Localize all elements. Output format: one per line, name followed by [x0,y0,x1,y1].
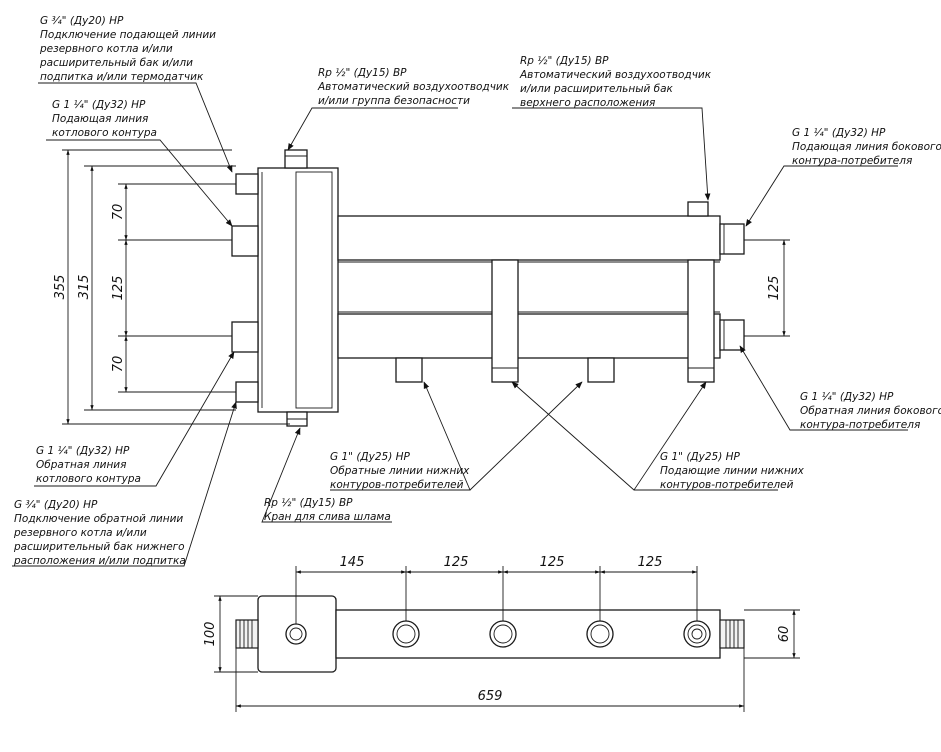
callout-reserve-supply: G ¾" (Ду20) НР Подключение подающей лини… [39,15,216,83]
svg-text:G 1 ¼" (Ду32) НР: G 1 ¼" (Ду32) НР [52,99,146,111]
dim-top-seg1: 145 [340,555,365,570]
top-air-vent-port [285,623,307,645]
svg-text:расширительный бак и/или: расширительный бак и/или [39,57,193,69]
svg-text:Автоматический воздухоотводчик: Автоматический воздухоотводчик [519,69,712,81]
dim-overall-height: 355 [53,275,68,300]
callout-labels: G ¾" (Ду20) НР Подключение подающей лини… [13,15,941,567]
svg-text:Подающая линия бокового: Подающая линия бокового [792,141,941,153]
svg-text:Подающая линия: Подающая линия [52,113,148,125]
svg-text:G 1" (Ду25) НР: G 1" (Ду25) НР [660,451,741,463]
svg-text:контуров-потребителей: контуров-потребителей [660,479,794,491]
callout-boiler-return: G 1 ¼" (Ду32) НР Обратная линия котловог… [36,445,141,485]
upper-air-vent-nipple [687,201,709,217]
top-left-thread [235,619,259,649]
dim-top-pipe-depth: 60 [777,626,792,643]
dim-top-spacing: 70 [111,204,126,221]
svg-text:Rp ½" (Ду15) ВР: Rp ½" (Ду15) ВР [318,67,407,79]
dim-overall-length: 659 [478,689,503,704]
callout-boiler-supply: G 1 ¼" (Ду32) НР Подающая линия котловог… [52,99,157,139]
dim-top-depth: 100 [203,622,218,647]
top-air-vent-nipple [284,149,308,169]
callout-air-vent-top: Rp ½" (Ду15) ВР Автоматический воздухоот… [317,67,510,107]
dim-middle-spacing: 125 [111,276,126,301]
svg-text:подпитка и/или термодатчик: подпитка и/или термодатчик [40,71,204,83]
svg-text:и/или расширительный бак: и/или расширительный бак [520,83,674,95]
dim-right-spacing: 125 [767,276,782,301]
dim-inner-height: 315 [77,275,92,300]
callout-air-vent-upper: Rp ½" (Ду15) ВР Автоматический воздухоот… [519,55,712,109]
reserve-return-nipple [235,381,259,403]
svg-text:контура-потребителя: контура-потребителя [792,155,912,167]
riser-2 [687,259,715,383]
separator-body [257,167,339,413]
svg-text:G 1 ¼" (Ду32) НР: G 1 ¼" (Ду32) НР [800,391,894,403]
boiler-supply-nipple [231,225,259,257]
svg-text:G ¾" (Ду20) НР: G ¾" (Ду20) НР [14,499,98,511]
svg-text:резервного котла и/или: резервного котла и/или [39,43,173,55]
riser-1 [491,259,519,383]
manifold-lower-pipe [337,313,721,359]
dim-top-seg3: 125 [540,555,565,570]
svg-text:котлового контура: котлового контура [52,127,157,139]
svg-text:G 1 ¼" (Ду32) НР: G 1 ¼" (Ду32) НР [792,127,886,139]
svg-text:Подключение подающей линии: Подключение подающей линии [40,29,216,41]
svg-text:контуров-потребителей: контуров-потребителей [330,479,464,491]
lower-return-nipple-1 [395,357,423,383]
callout-drain: Rp ½" (Ду15) ВР Кран для слива шлама [264,497,391,523]
manifold-upper-pipe [337,215,721,261]
svg-text:Подключение обратной линии: Подключение обратной линии [14,513,183,525]
dim-top-seg4: 125 [638,555,663,570]
separator-inner-tube [295,171,333,409]
svg-text:Обратная линия: Обратная линия [36,459,126,471]
svg-text:Обратные линии нижних: Обратные линии нижних [330,465,470,477]
svg-text:Обратная линия бокового: Обратная линия бокового [800,405,941,417]
svg-text:G 1 ¼" (Ду32) НР: G 1 ¼" (Ду32) НР [36,445,130,457]
callout-side-supply: G 1 ¼" (Ду32) НР Подающая линия бокового… [792,127,941,167]
svg-text:Автоматический воздухоотводчик: Автоматический воздухоотводчик [317,81,510,93]
dim-bottom-spacing: 70 [111,356,126,373]
svg-text:расположения и/или подпитка: расположения и/или подпитка [13,555,186,567]
svg-text:резервного котла и/или: резервного котла и/или [13,527,147,539]
svg-text:контура-потребителя: контура-потребителя [800,419,920,431]
dim-top-seg2: 125 [444,555,469,570]
callout-reserve-return: G ¾" (Ду20) НР Подключение обратной лини… [13,499,186,567]
front-view: 355 315 70 125 70 125 [53,149,790,427]
lower-return-nipple-2 [587,357,615,383]
callout-side-return: G 1 ¼" (Ду32) НР Обратная линия бокового… [800,391,941,431]
boiler-return-nipple [231,321,259,353]
svg-text:Кран для слива шлама: Кран для слива шлама [264,511,391,523]
leader-lines [12,82,908,567]
svg-text:Подающие линии нижних: Подающие линии нижних [660,465,805,477]
top-right-thread [719,619,745,649]
top-view: 145 125 125 125 100 60 659 [203,555,800,712]
svg-text:Rp ½" (Ду15) ВР: Rp ½" (Ду15) ВР [264,497,353,509]
svg-text:котлового контура: котлового контура [36,473,141,485]
svg-text:G ¾" (Ду20) НР: G ¾" (Ду20) НР [40,15,124,27]
reserve-supply-nipple [235,173,259,195]
svg-text:верхнего расположения: верхнего расположения [520,97,655,109]
callout-lower-supply: G 1" (Ду25) НР Подающие линии нижних кон… [660,451,805,491]
svg-text:Rp ½" (Ду15) ВР: Rp ½" (Ду15) ВР [520,55,609,67]
svg-text:расширительный бак нижнего: расширительный бак нижнего [13,541,185,553]
svg-text:G 1" (Ду25) НР: G 1" (Ду25) НР [330,451,411,463]
svg-text:и/или группа безопасности: и/или группа безопасности [318,95,470,107]
callout-lower-return: G 1" (Ду25) НР Обратные линии нижних кон… [330,451,470,491]
